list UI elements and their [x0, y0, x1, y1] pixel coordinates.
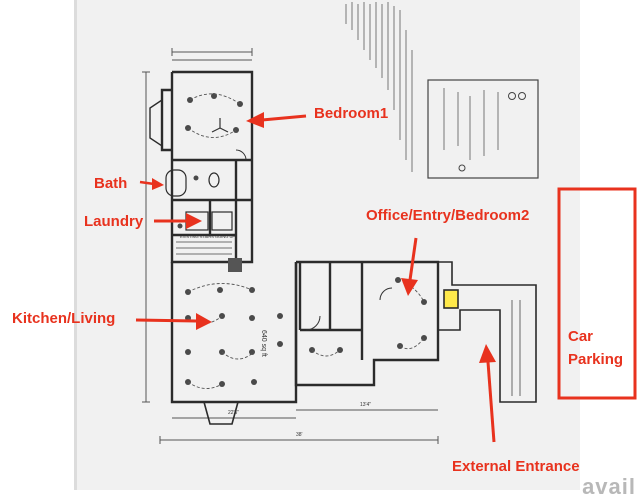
watermark-logo: avail — [582, 474, 636, 499]
dim-mid-text: 22'5" — [228, 410, 239, 416]
paper-sheet — [74, 0, 580, 490]
wiring-lines — [187, 93, 425, 389]
arrow-external-head — [479, 344, 496, 363]
label-car: Car — [568, 328, 594, 345]
arrow-bath — [139, 180, 155, 186]
stairs — [176, 241, 232, 255]
dim-small-text: 13'4" — [360, 402, 371, 408]
arrow-bedroom1 — [261, 114, 307, 122]
entry-deck — [438, 261, 537, 403]
label-external-entrance: External Entrance — [452, 458, 580, 475]
arrow-bedroom1-head — [246, 112, 264, 128]
arrow-office — [408, 237, 418, 281]
annotation-arrows — [135, 112, 496, 443]
notes-block — [345, 2, 413, 172]
arrow-office-head — [401, 278, 418, 296]
arrow-bath-head — [152, 178, 164, 190]
area-text: 640 sq ft — [260, 330, 267, 357]
stairs-text: EXISTING STAIRS GOING UP — [180, 234, 235, 239]
legend-box — [427, 79, 539, 179]
label-kitchen-living: Kitchen/Living — [12, 310, 116, 327]
door-swings — [235, 149, 393, 331]
arrow-laundry-head — [186, 213, 202, 229]
arrow-kitchen-head — [196, 313, 212, 330]
arrow-external — [486, 361, 496, 443]
arrow-kitchen — [135, 318, 197, 323]
car-parking-box — [557, 187, 637, 400]
label-parking: Parking — [568, 351, 624, 368]
ceiling-fan-icon — [211, 118, 229, 133]
stove — [228, 258, 242, 272]
dimension-lines — [142, 48, 439, 444]
label-laundry: Laundry — [84, 213, 144, 230]
bay-window-left — [149, 98, 163, 148]
label-bedroom1: Bedroom1 — [314, 105, 389, 122]
label-office-entry-bedroom2: Office/Entry/Bedroom2 — [366, 207, 530, 224]
bay-window-bottom — [202, 401, 240, 425]
label-bath: Bath — [94, 175, 128, 192]
paper-shadow — [74, 0, 77, 490]
dim-bottom-text: 38' — [296, 432, 303, 438]
